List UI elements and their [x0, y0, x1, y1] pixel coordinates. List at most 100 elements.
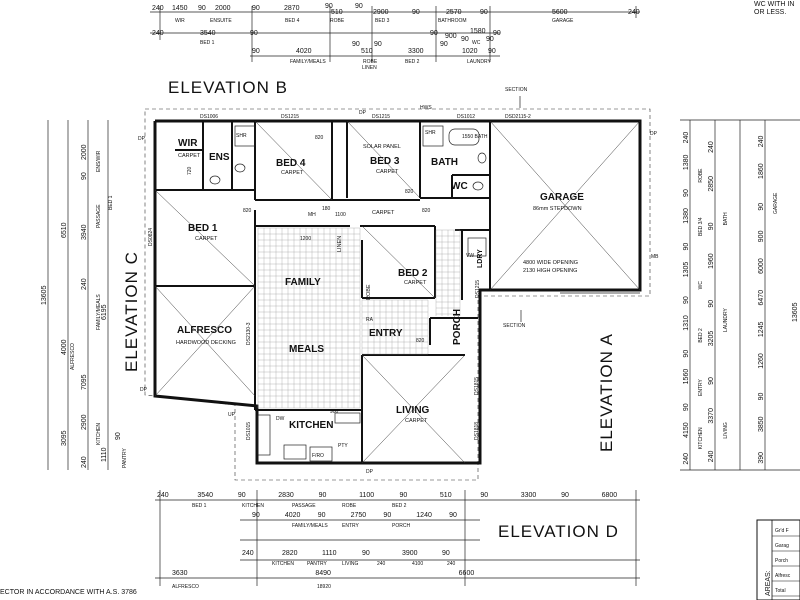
right-col3-8: 90: [758, 393, 765, 401]
bottom-row4-1: 8490: [315, 570, 331, 577]
room-alfresco: ALFRESCO: [177, 325, 232, 336]
ens-shower: [234, 125, 256, 147]
wc-toilet: [472, 181, 484, 191]
room-diagonals: [154, 120, 641, 464]
bottom-row1-8: 90: [480, 492, 488, 499]
right-col3-10: 390: [758, 452, 765, 464]
room-linen: LINEN: [337, 236, 343, 252]
elevation-d-label: ELEVATION D: [498, 522, 619, 541]
bottom-row1-11: 6800: [602, 492, 618, 499]
top2-dim-7: 900: [445, 33, 457, 40]
bottom-row1-2: 90: [238, 492, 246, 499]
areas-row-3: Alfresc: [775, 573, 791, 579]
room-entry: ENTRY: [369, 328, 403, 339]
room-garage-note: 86mm STEPDOWN: [533, 206, 582, 212]
left-in-2: 90: [81, 172, 88, 180]
bottom-row3-4: 3900: [402, 550, 418, 557]
window-ds1815: DS1815: [474, 377, 480, 395]
top-dimensions: [150, 6, 640, 62]
left-in-5: 6195: [101, 304, 108, 320]
right-dimensions: [680, 119, 800, 471]
left-mid-2: 4000: [61, 339, 68, 355]
exterior-walls: [153, 119, 642, 465]
top3-dim-3: 90: [352, 41, 360, 48]
fixtures: [209, 125, 640, 462]
bottom-row1-6: 90: [400, 492, 408, 499]
top-sub-1: WIR: [175, 18, 185, 24]
top-sub-7: GARAGE: [552, 18, 574, 24]
left-in-3: 3940: [81, 224, 88, 240]
right-col2-5: 3205: [708, 331, 715, 347]
room-bed3: BED 3: [370, 156, 400, 167]
window-ds1215-b: DS1215: [372, 114, 390, 120]
right-col2-0: 240: [708, 141, 715, 153]
bottom-row2-sub-1: ENTRY: [342, 523, 360, 529]
top-sub-2: ENSUITE: [210, 18, 232, 24]
bottom-row2-1: 4020: [285, 512, 301, 519]
dw-label: DW: [276, 416, 285, 422]
top3-sub-3: LINEN: [362, 65, 377, 71]
room-bed4-floor: CARPET: [281, 170, 304, 176]
top-dim-9: 90: [355, 3, 363, 10]
bottom-row1-sub-4: BED 2: [392, 503, 407, 509]
bottom-row1-10: 90: [561, 492, 569, 499]
right-col2-sub-1: LAUNDRY: [723, 308, 729, 332]
left-overall: 13605: [41, 285, 48, 305]
right-col1-sub-3: BED 2: [698, 328, 704, 343]
left-mid-1: 6510: [61, 222, 68, 238]
left-sub-2: PASSAGE: [96, 204, 102, 228]
top2-dim-9: 90: [486, 36, 494, 43]
left-in-7: 2900: [81, 414, 88, 430]
bottom-row2-0: 90: [252, 512, 260, 519]
window-ds2130: DS2130-3: [246, 322, 252, 345]
bottom-row1-3: 2830: [278, 492, 294, 499]
door-820-entry: 820: [416, 338, 425, 344]
right-col2-7: 3370: [708, 408, 715, 424]
top2-dim-8: 90: [461, 36, 469, 43]
passage-1100: 1100: [335, 212, 346, 218]
window-ds1215-d: DS1215: [475, 280, 481, 298]
elevation-b-label: ELEVATION B: [168, 78, 288, 97]
left-in-9: 1110: [101, 447, 108, 462]
left-dim-text: 13605 6510 4000 3095 ALFRESCO 2000 90 39…: [41, 144, 128, 468]
top3-sub-5: LAUNDRY: [467, 59, 491, 65]
room-bed4: BED 4: [276, 158, 306, 169]
bottom-row2-sub-0: FAMILY/MEALS: [292, 523, 328, 529]
left-sub-6: PANTRY: [122, 448, 128, 468]
bottom-row3-sub-5: 240: [447, 561, 456, 567]
downpipe-5: DP: [366, 469, 374, 475]
window-ds1215-a: DS1215: [281, 114, 299, 120]
elevation-a-label: ELEVATION A: [597, 333, 616, 452]
kitchen-bench: [257, 414, 271, 456]
room-alfresco-floor: HARDWOOD DECKING: [176, 340, 236, 346]
top-dim-15: 240: [628, 9, 640, 16]
top2-dim-4: 90: [430, 30, 438, 37]
top-dim-10: 2900: [373, 9, 389, 16]
opening-1200: 1200: [300, 236, 311, 242]
window-codes: DS1006 DS1215 DS1215 DS1012 DSD2115-2 DS…: [148, 114, 531, 440]
top2-dim-3: 90: [250, 30, 258, 37]
bottom-row3-1: 2820: [282, 550, 298, 557]
top2-dim-2: 3540: [200, 30, 216, 37]
bottom-row1-sub-3: ROBE: [342, 503, 357, 509]
roof-outline: [144, 108, 651, 481]
room-bed3-floor: CARPET: [376, 169, 399, 175]
bottom-row3-3: 90: [362, 550, 370, 557]
room-living: LIVING: [396, 405, 430, 416]
areas-heading: AREAS:: [765, 570, 772, 596]
bottom-row4-sub-1: 18920: [317, 584, 331, 590]
room-wir-floor: CARPET: [178, 153, 201, 159]
bottom-row3-sub-2: LIVING: [342, 561, 359, 567]
right-col3-5: 6470: [758, 290, 765, 306]
room-kitchen: KITCHEN: [289, 420, 333, 431]
ra-label: RA: [366, 317, 374, 323]
top3-dim-7: 90: [440, 41, 448, 48]
right-col1-5: 1305: [683, 262, 690, 278]
right-col3-9: 3850: [758, 416, 765, 432]
door-820-bed4: 820: [315, 135, 324, 141]
downpipe-4: DP: [140, 387, 148, 393]
bath-tub-label: 1550 BATH: [462, 134, 488, 140]
room-laundry: LDRY: [477, 249, 484, 268]
bottom-row2-4: 90: [383, 512, 391, 519]
